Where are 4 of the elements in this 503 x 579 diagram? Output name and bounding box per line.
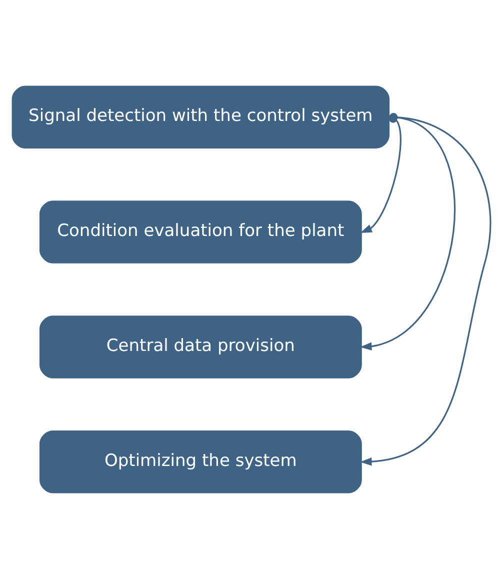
node-box: Signal detection with the control system [12, 86, 390, 148]
node-box: Optimizing the system [39, 430, 362, 494]
node-box: Condition evaluation for the plant [39, 200, 362, 264]
node-box: Central data provision [39, 316, 362, 378]
